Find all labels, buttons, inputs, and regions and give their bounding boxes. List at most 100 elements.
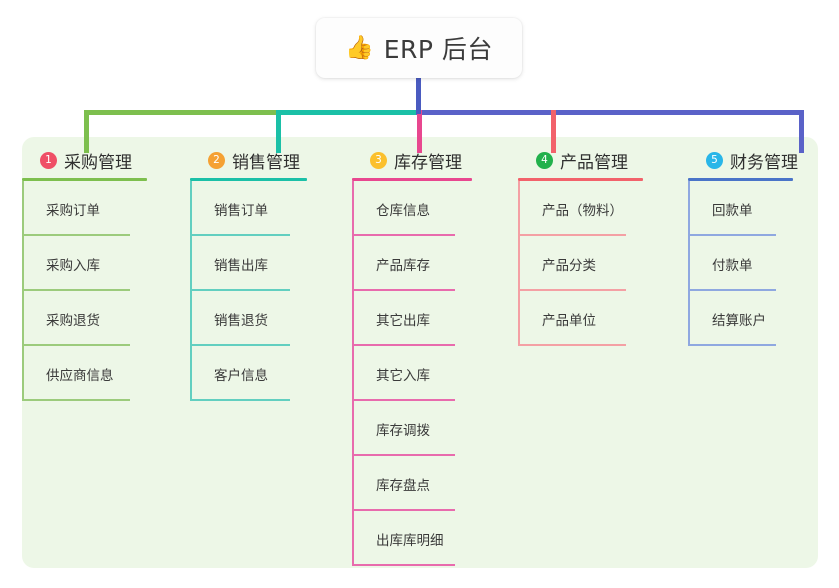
leaf-item-rule [688, 289, 776, 291]
leaf-item[interactable]: 采购入库 [22, 236, 172, 291]
leaf-item-rule [688, 234, 776, 236]
branch-list-2: 销售订单销售出库销售退货客户信息 [190, 181, 332, 401]
leaf-item[interactable]: 结算账户 [688, 291, 818, 346]
leaf-item[interactable]: 产品库存 [352, 236, 497, 291]
leaf-item-rule [352, 454, 455, 456]
leaf-item[interactable]: 仓库信息 [352, 181, 497, 236]
branch-spine-5 [688, 181, 690, 346]
leaf-item-rule [352, 234, 455, 236]
column-header-2[interactable]: 2 销售管理 [190, 145, 332, 175]
column-5: 5 财务管理回款单付款单结算账户 [688, 145, 818, 346]
column-badge-1: 1 [40, 151, 57, 169]
branch-list-1: 采购订单采购入库采购退货供应商信息 [22, 181, 172, 401]
thumbs-up-icon: 👍 [345, 34, 374, 61]
page-title: ERP 后台 [383, 35, 493, 64]
branch-list-5: 回款单付款单结算账户 [688, 181, 818, 346]
leaf-item[interactable]: 采购退货 [22, 291, 172, 346]
column-2: 2 销售管理销售订单销售出库销售退货客户信息 [190, 145, 332, 401]
leaf-item-rule [22, 399, 130, 401]
leaf-item-rule [518, 234, 626, 236]
leaf-item[interactable]: 销售订单 [190, 181, 332, 236]
leaf-item-label: 回款单 [712, 203, 753, 219]
column-header-rule-5 [688, 178, 793, 181]
leaf-item-label: 销售退货 [214, 313, 268, 329]
leaf-item[interactable]: 库存调拨 [352, 401, 497, 456]
column-4: 4 产品管理产品（物料） 产品分类产品单位 [518, 145, 668, 346]
leaf-item-label: 仓库信息 [376, 203, 430, 219]
bus-segment-3 [416, 110, 804, 115]
drop-connector-2 [276, 110, 281, 153]
leaf-item-rule [22, 344, 130, 346]
column-header-rule-3 [352, 178, 472, 181]
leaf-item-rule [190, 399, 290, 401]
leaf-item-label: 产品分类 [542, 258, 596, 274]
leaf-item-label: 供应商信息 [46, 368, 114, 384]
leaf-item[interactable]: 库存盘点 [352, 456, 497, 511]
leaf-item[interactable]: 其它出库 [352, 291, 497, 346]
leaf-item-label: 其它入库 [376, 368, 430, 384]
column-badge-2: 2 [208, 151, 225, 169]
leaf-item-label: 库存盘点 [376, 478, 430, 494]
leaf-item[interactable]: 产品单位 [518, 291, 668, 346]
branch-spine-2 [190, 181, 192, 401]
leaf-item[interactable]: 采购订单 [22, 181, 172, 236]
leaf-item-label: 产品单位 [542, 313, 596, 329]
leaf-item[interactable]: 销售出库 [190, 236, 332, 291]
column-badge-5: 5 [706, 151, 723, 169]
column-title-3: 库存管理 [394, 152, 462, 173]
column-title-4: 产品管理 [560, 152, 628, 173]
leaf-item[interactable]: 其它入库 [352, 346, 497, 401]
column-header-rule-2 [190, 178, 307, 181]
branch-spine-1 [22, 181, 24, 401]
column-badge-4: 4 [536, 151, 553, 169]
branch-spine-3 [352, 181, 354, 566]
column-title-1: 采购管理 [64, 152, 132, 173]
leaf-item[interactable]: 回款单 [688, 181, 818, 236]
leaf-item-label: 采购退货 [46, 313, 100, 329]
column-header-4[interactable]: 4 产品管理 [518, 145, 668, 175]
leaf-item-label: 出库库明细 [376, 533, 444, 549]
leaf-item-rule [352, 564, 455, 566]
bus-segment-2 [279, 110, 418, 115]
column-badge-3: 3 [370, 151, 387, 169]
column-title-5: 财务管理 [730, 152, 798, 173]
leaf-item-label: 其它出库 [376, 313, 430, 329]
column-1: 1 采购管理采购订单采购入库采购退货供应商信息 [22, 145, 172, 401]
column-header-1[interactable]: 1 采购管理 [22, 145, 172, 175]
leaf-item-label: 结算账户 [712, 313, 766, 329]
leaf-item-label: 付款单 [712, 258, 753, 274]
column-header-3[interactable]: 3 库存管理 [352, 145, 497, 175]
column-header-5[interactable]: 5 财务管理 [688, 145, 818, 175]
leaf-item[interactable]: 产品（物料） [518, 181, 668, 236]
branch-list-3: 仓库信息产品库存其它出库其它入库库存调拨库存盘点出库库明细 [352, 181, 497, 566]
root-stem-connector [416, 72, 421, 114]
leaf-item-label: 采购入库 [46, 258, 100, 274]
leaf-item-label: 库存调拨 [376, 423, 430, 439]
content-panel [22, 137, 818, 568]
leaf-item-rule [352, 509, 455, 511]
root-node[interactable]: 👍 ERP 后台 [316, 18, 522, 78]
column-header-rule-1 [22, 178, 147, 181]
leaf-item[interactable]: 产品分类 [518, 236, 668, 291]
drop-connector-3 [417, 110, 422, 153]
leaf-item-rule [190, 234, 290, 236]
leaf-item-label: 客户信息 [214, 368, 268, 384]
leaf-item-rule [22, 234, 130, 236]
leaf-item-label: 采购订单 [46, 203, 100, 219]
leaf-item-label: 产品库存 [376, 258, 430, 274]
leaf-item[interactable]: 供应商信息 [22, 346, 172, 401]
leaf-item[interactable]: 客户信息 [190, 346, 332, 401]
branch-list-4: 产品（物料） 产品分类产品单位 [518, 181, 668, 346]
column-header-rule-4 [518, 178, 643, 181]
leaf-item-rule [518, 289, 626, 291]
drop-connector-4 [551, 110, 556, 153]
leaf-item-rule [352, 289, 455, 291]
leaf-item[interactable]: 销售退货 [190, 291, 332, 346]
drop-connector-1 [84, 110, 89, 153]
leaf-item-rule [22, 289, 130, 291]
column-title-2: 销售管理 [232, 152, 300, 173]
leaf-item[interactable]: 出库库明细 [352, 511, 497, 566]
leaf-item-label: 产品（物料） [542, 203, 623, 219]
leaf-item[interactable]: 付款单 [688, 236, 818, 291]
